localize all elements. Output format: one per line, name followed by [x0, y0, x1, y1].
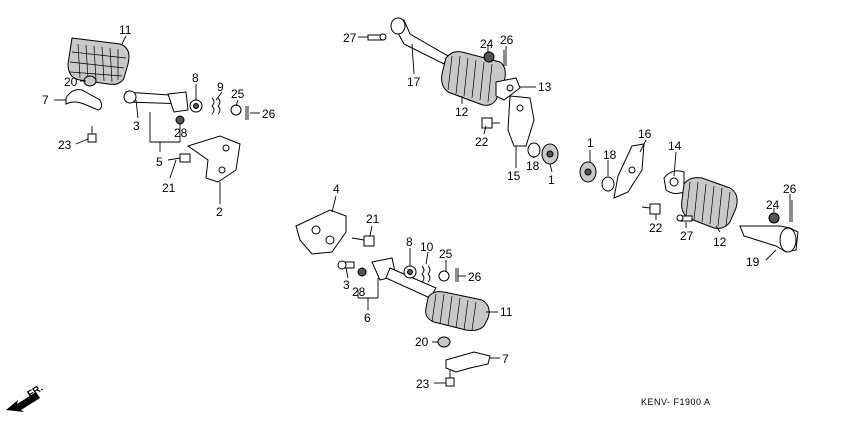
callout-25: 25: [439, 247, 453, 261]
left-spring-9: [211, 97, 221, 115]
left-leader-lines: [54, 35, 260, 204]
right-leader-lines: [589, 139, 791, 261]
bottom-leader-lines: [331, 195, 500, 384]
callout-17: 17: [407, 75, 421, 89]
callout-20: 20: [64, 75, 78, 89]
left-holder-7: [65, 89, 103, 111]
callout-28: 28: [352, 285, 366, 299]
front-direction-arrow-icon: [6, 392, 40, 412]
callout-8: 8: [406, 235, 413, 249]
callout-16: 16: [638, 127, 652, 141]
callout-11: 11: [119, 23, 132, 37]
center-plate-13: [495, 77, 521, 101]
center-washer-24: [483, 51, 495, 63]
bottom-step-bar-3: [337, 260, 355, 270]
bottom-bolt-21: [351, 235, 375, 247]
callout-1: 1: [587, 136, 594, 150]
callout-27: 27: [680, 229, 694, 243]
center-bolt-22: [481, 117, 500, 129]
left-pivot-block-28: [167, 91, 189, 125]
callout-20: 20: [415, 335, 429, 349]
right-cotter-26: [789, 200, 793, 222]
center-pin-27: [367, 33, 387, 41]
callout-23: 23: [58, 138, 72, 152]
center-collar-18: [527, 142, 541, 158]
left-nut-8: [189, 99, 203, 113]
bottom-bolt-23: [445, 370, 455, 387]
callout-18: 18: [526, 159, 540, 173]
callout-28: 28: [174, 126, 188, 140]
callout-3: 3: [343, 278, 350, 292]
callout-23: 23: [416, 377, 430, 391]
callout-7: 7: [502, 352, 509, 366]
callout-14: 14: [668, 139, 682, 153]
callout-13: 13: [538, 80, 552, 94]
callout-26: 26: [468, 270, 482, 284]
callout-2: 2: [216, 205, 223, 219]
right-rubber-12: [681, 177, 738, 229]
callout-26: 26: [783, 182, 797, 196]
right-bolt-22: [641, 203, 661, 215]
right-pin-27: [676, 214, 693, 222]
left-cotter-pin-26: [245, 106, 249, 120]
callout-24: 24: [480, 37, 494, 51]
right-plate-14: [663, 170, 685, 195]
bottom-bracket-4: [295, 209, 347, 255]
bottom-holder-7: [445, 351, 491, 373]
callout-25: 25: [231, 87, 245, 101]
right-bracket-16: [613, 143, 645, 199]
left-step-rubber-11: [67, 37, 130, 85]
center-damper-1: [541, 143, 559, 165]
bottom-rubber-pin-20: [437, 336, 451, 348]
center-cotter-26: [503, 50, 507, 66]
left-bracket-2: [186, 135, 241, 183]
bottom-nut-8: [403, 265, 417, 279]
callout-26: 26: [262, 107, 276, 121]
right-damper-1: [579, 161, 597, 183]
bottom-washer-25: [438, 270, 450, 282]
left-bolt-21: [167, 153, 191, 163]
callout-10: 10: [420, 240, 434, 254]
callout-19: 19: [746, 255, 760, 269]
callout-15: 15: [507, 169, 521, 183]
left-washer-25: [230, 104, 242, 116]
callout-6: 6: [364, 311, 371, 325]
callout-21: 21: [366, 212, 380, 226]
callout-9: 9: [217, 80, 224, 94]
bottom-spring-10: [421, 265, 431, 283]
right-step-bar-19: [739, 225, 799, 253]
center-bracket-15: [507, 95, 535, 147]
callout-27: 27: [343, 31, 357, 45]
right-collar-18: [601, 176, 615, 192]
bottom-cotter-26: [455, 268, 459, 282]
callout-22: 22: [475, 135, 489, 149]
left-bolt-23: [87, 126, 97, 143]
center-step-bar-17: [390, 17, 449, 65]
callout-12: 12: [713, 235, 727, 249]
diagram-code: KENV- F1900 A: [641, 397, 711, 407]
callout-7: 7: [42, 93, 49, 107]
callout-5: 5: [156, 155, 163, 169]
right-washer-24: [768, 212, 780, 224]
bottom-rubber-11: [425, 291, 490, 331]
callout-4: 4: [333, 182, 340, 196]
callout-22: 22: [649, 221, 663, 235]
callout-24: 24: [766, 198, 780, 212]
callout-12: 12: [455, 105, 469, 119]
callout-8: 8: [192, 71, 199, 85]
center-rubber-12: [441, 51, 506, 106]
callout-1: 1: [548, 173, 555, 187]
callout-18: 18: [603, 148, 617, 162]
callout-11: 11: [500, 305, 513, 319]
callout-21: 21: [162, 181, 176, 195]
center-leader-lines: [358, 36, 553, 173]
callout-3: 3: [133, 119, 140, 133]
callout-26: 26: [500, 33, 514, 47]
